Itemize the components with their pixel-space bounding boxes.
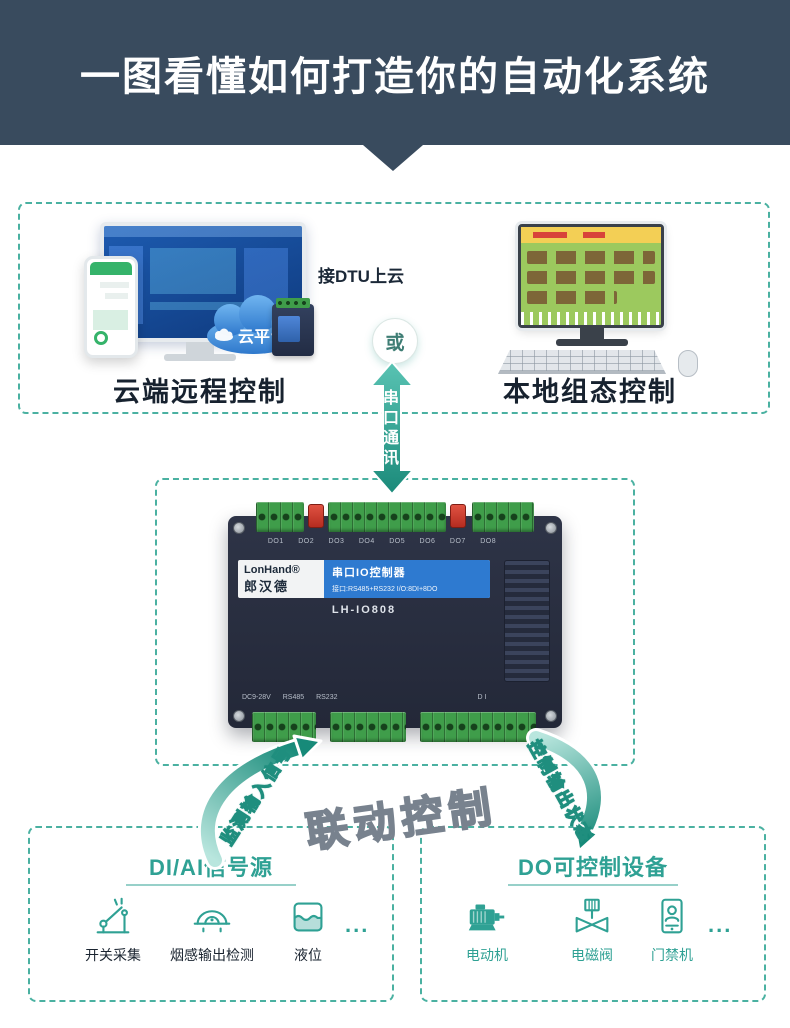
cloud-control-caption: 云端远程控制	[113, 377, 287, 407]
model-number: LH-IO808	[331, 604, 397, 616]
mouse	[678, 350, 698, 377]
signal-item-label: 烟感输出检测	[170, 947, 254, 963]
signal-item-smoke: 烟感输出检测	[162, 894, 262, 965]
di-title-underline	[126, 884, 296, 886]
scada-screen-banner	[521, 227, 661, 243]
device-label-band: LonHand® 郎汉德 串口IO控制器 接口:RS485+RS232 I/O:…	[238, 560, 490, 598]
signal-item-level: 液位	[258, 894, 358, 965]
screw-icon	[545, 522, 557, 534]
brand-name-en: LonHand®	[244, 564, 300, 576]
solenoid-valve-icon	[575, 898, 609, 933]
brand-logo: LonHand® 郎汉德	[238, 560, 324, 598]
terminal-block	[328, 502, 446, 532]
header-banner: 一图看懂如何打造你的自动化系统	[0, 0, 790, 145]
red-button	[450, 504, 466, 528]
mobile-phone	[84, 256, 138, 358]
do-devices-title: DO可控制设备	[517, 855, 668, 880]
input-signal-arrow	[197, 734, 323, 870]
terminal-block	[472, 502, 534, 532]
scada-fence-strip	[521, 312, 661, 325]
switch-icon	[96, 897, 130, 934]
screw-icon	[545, 710, 557, 722]
smoke-sensor-icon	[193, 910, 231, 933]
di-terminal-label: DI	[477, 694, 489, 701]
device-item-label: 门禁机	[651, 947, 693, 963]
port-labels: DC9-28V RS485 RS232	[242, 694, 338, 701]
signal-item-label: 开关采集	[85, 947, 141, 963]
monitor-stand-base	[164, 354, 236, 361]
app-chart-ring	[94, 331, 108, 345]
terminal-block	[420, 712, 536, 742]
do-more-ellipsis: ...	[708, 912, 733, 937]
product-name-band: 串口IO控制器 接口:RS485+RS232 I/O:8DI+8DO	[324, 560, 490, 598]
local-scada-monitor	[518, 224, 664, 328]
page-title: 一图看懂如何打造你的自动化系统	[80, 54, 710, 99]
signal-item-label: 液位	[294, 947, 322, 963]
device-item-access: 门禁机	[627, 894, 717, 965]
serial-link-label: 串口通讯	[380, 389, 397, 469]
local-control-caption: 本地组态控制	[503, 377, 677, 407]
flow-arrows	[197, 728, 604, 870]
device-item-valve: 电磁阀	[542, 894, 642, 965]
or-badge: 或	[372, 318, 418, 364]
scada-plot-row	[527, 271, 655, 284]
access-control-icon	[661, 898, 683, 934]
product-name: 串口IO控制器	[332, 567, 406, 579]
header-pointer-triangle	[363, 145, 423, 171]
product-specs: 接口:RS485+RS232 I/O:8DI+8DO	[332, 586, 438, 593]
device-item-label: 电磁阀	[571, 947, 613, 963]
liquid-level-icon	[293, 902, 323, 932]
serial-link-arrow	[368, 362, 416, 494]
device-item-motor: 电动机	[437, 894, 537, 965]
monitor-stand-base	[556, 339, 628, 346]
device-grille	[504, 560, 550, 682]
screw-icon	[233, 522, 245, 534]
terminal-block	[256, 502, 304, 532]
dtu-note: 接DTU上云	[318, 267, 404, 286]
motor-icon	[468, 904, 505, 931]
signal-item-switch: 开关采集	[63, 894, 163, 965]
io-controller-device: DO1 DO2 DO3 DO4 DO5 DO6 DO7 DO8 LonHand®…	[228, 502, 562, 742]
do-terminal-labels: DO1 DO2 DO3 DO4 DO5 DO6 DO7 DO8	[267, 538, 497, 545]
scada-plot-row	[527, 291, 617, 304]
monitor-stand-neck	[186, 342, 214, 354]
monitor-stand-neck	[580, 328, 604, 339]
di-more-ellipsis: ...	[345, 912, 370, 937]
red-button	[308, 504, 324, 528]
terminal-block	[330, 712, 406, 742]
small-cloud-icon	[215, 328, 233, 341]
dtu-device	[272, 298, 314, 356]
scada-plot-row	[527, 251, 655, 264]
brand-name-cn: 郎汉德	[244, 579, 290, 594]
do-title-underline	[508, 884, 678, 886]
output-status-arrow	[526, 728, 604, 853]
keyboard	[498, 350, 666, 374]
device-item-label: 电动机	[466, 947, 508, 963]
screw-icon	[233, 710, 245, 722]
